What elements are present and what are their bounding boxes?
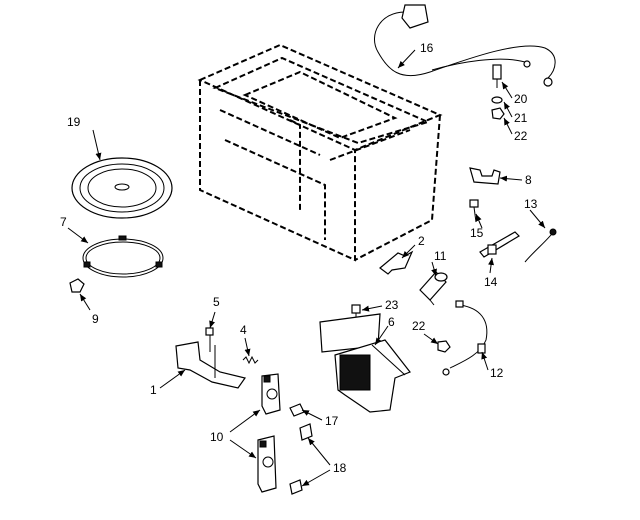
thermal-cutout <box>479 231 520 258</box>
callout-10: 10 <box>210 430 224 444</box>
cavity-outline <box>197 43 443 262</box>
bracket <box>469 167 501 185</box>
callout-21: 21 <box>514 111 528 125</box>
callout-19: 19 <box>67 115 81 129</box>
screw-15 <box>469 199 479 223</box>
callout-14: 14 <box>484 275 498 289</box>
callout-1: 1 <box>150 383 157 397</box>
callout-8: 8 <box>525 173 532 187</box>
callout-5: 5 <box>213 295 220 309</box>
screw-5 <box>205 327 214 352</box>
callout-6: 6 <box>388 315 395 329</box>
actuator-17 <box>289 403 305 417</box>
callout-13: 13 <box>524 197 538 211</box>
leader-lines <box>67 49 546 487</box>
callout-9: 9 <box>92 312 99 326</box>
capacitor-bracket <box>379 250 414 275</box>
spring <box>242 355 259 365</box>
insulator-bracket <box>319 313 411 413</box>
interlock-bracket <box>175 341 246 389</box>
diode-wire <box>442 300 488 376</box>
capacitor <box>419 271 448 306</box>
coupler <box>69 278 85 293</box>
nut-top <box>491 107 505 120</box>
callout-17: 17 <box>325 414 339 428</box>
callout-7: 7 <box>60 215 67 229</box>
roller-ring <box>82 235 164 278</box>
actuator-18-lower <box>289 479 303 495</box>
interlock-switch-lower <box>257 435 277 493</box>
callout-15: 15 <box>470 226 484 240</box>
callout-11: 11 <box>434 249 447 263</box>
callout-4: 4 <box>240 323 247 337</box>
washer <box>491 96 503 104</box>
callout-18: 18 <box>333 461 347 475</box>
callout-16: 16 <box>420 41 434 55</box>
callout-12: 12 <box>490 366 504 380</box>
interlock-switch-upper <box>261 373 281 415</box>
callout-2: 2 <box>418 234 425 248</box>
callout-22-lower: 22 <box>412 319 426 333</box>
callout-23: 23 <box>385 298 399 312</box>
nut-lower <box>437 340 451 353</box>
power-cord <box>373 4 556 87</box>
callout-22-top: 22 <box>514 129 528 143</box>
wire-lead <box>524 228 557 263</box>
turntable-tray <box>71 157 173 219</box>
callout-20: 20 <box>514 92 528 106</box>
actuator-18-upper <box>299 423 313 441</box>
ground-screw <box>492 64 502 88</box>
